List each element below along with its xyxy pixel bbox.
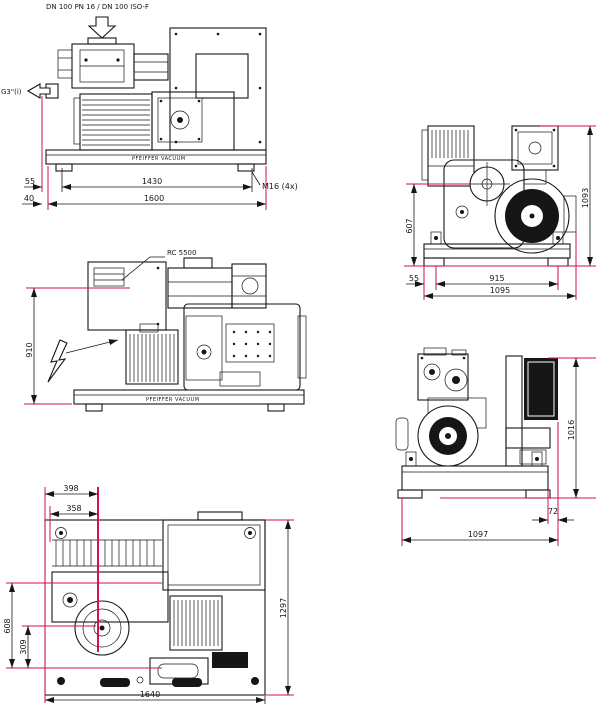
top-view-machine-outline: [44, 511, 266, 696]
front-view: 607 1093 55 915 1095: [404, 125, 596, 300]
brand-logo: PFEIFFER VACUUM: [132, 156, 186, 162]
top-view-extension-lines: [6, 487, 294, 703]
inlet-flange-callout: DN 100 PN 16 / DN 100 ISO-F: [46, 3, 149, 11]
dim-foot-spacing: 1430: [142, 177, 162, 186]
dim-port-offset-inner: 358: [66, 504, 81, 513]
side-view: DN 100 PN 16 / DN 100 ISO-F: [1, 3, 298, 210]
dim-overall-width: 1095: [490, 286, 510, 295]
dim-axis-offset-inner: 309: [19, 639, 28, 654]
exhaust-port-callout: G3"(i): [1, 88, 22, 96]
dim-axis-height: 607: [405, 218, 414, 233]
electrical-connection-icon: [47, 339, 68, 383]
dim-port-offset-outer: 398: [63, 484, 78, 493]
exhaust-flow-arrow-icon: [26, 83, 51, 99]
dim-overall-height: 1093: [581, 188, 590, 208]
dim-axis-offset-outer: 608: [3, 618, 12, 633]
opposite-side-view: RC 5500: [24, 249, 307, 412]
dim-overall-height: 1016: [567, 420, 576, 440]
opposite-side-machine-outline: [73, 257, 307, 412]
dim-edge-offset: 40: [24, 194, 34, 203]
rear-view: 1016 72 1097: [395, 347, 596, 546]
dim-axis-height: 910: [25, 342, 34, 357]
brand-logo: PFEIFFER VACUUM: [146, 397, 200, 403]
dim-overhang: 72: [548, 507, 558, 516]
top-view: 398 358 608 309 1297 1640: [3, 484, 294, 704]
unit-model-callout: RC 5500: [167, 249, 196, 257]
front-view-dimensions: 607 1093 55 915 1095: [405, 126, 593, 299]
top-view-dimensions: 398 358 608 309 1297 1640: [3, 484, 291, 704]
side-view-machine-outline: [45, 27, 267, 172]
front-view-machine-outline: [421, 125, 577, 267]
dim-foot-spacing: 915: [489, 274, 504, 283]
inlet-flow-arrow-icon: [87, 16, 117, 39]
opposite-side-dimensions: 910: [25, 288, 37, 404]
dim-foot-offset: 55: [409, 274, 419, 283]
dim-mounting-holes: M16 (4x): [262, 182, 298, 191]
rear-view-dimensions: 1016 72 1097: [402, 358, 579, 543]
dim-overall-width: 1297: [279, 598, 288, 618]
dim-base-length: 1600: [144, 194, 164, 203]
side-view-dimensions: 55 1430 M16 (4x) 40 1600: [22, 171, 298, 207]
dim-overall-width: 1097: [468, 530, 488, 539]
dim-overall-length: 1640: [140, 690, 160, 699]
rear-view-machine-outline: [395, 347, 558, 499]
dim-foot-offset: 55: [25, 177, 35, 186]
opposite-side-extension-lines: [24, 287, 130, 405]
side-view-extension-lines: [41, 96, 267, 210]
